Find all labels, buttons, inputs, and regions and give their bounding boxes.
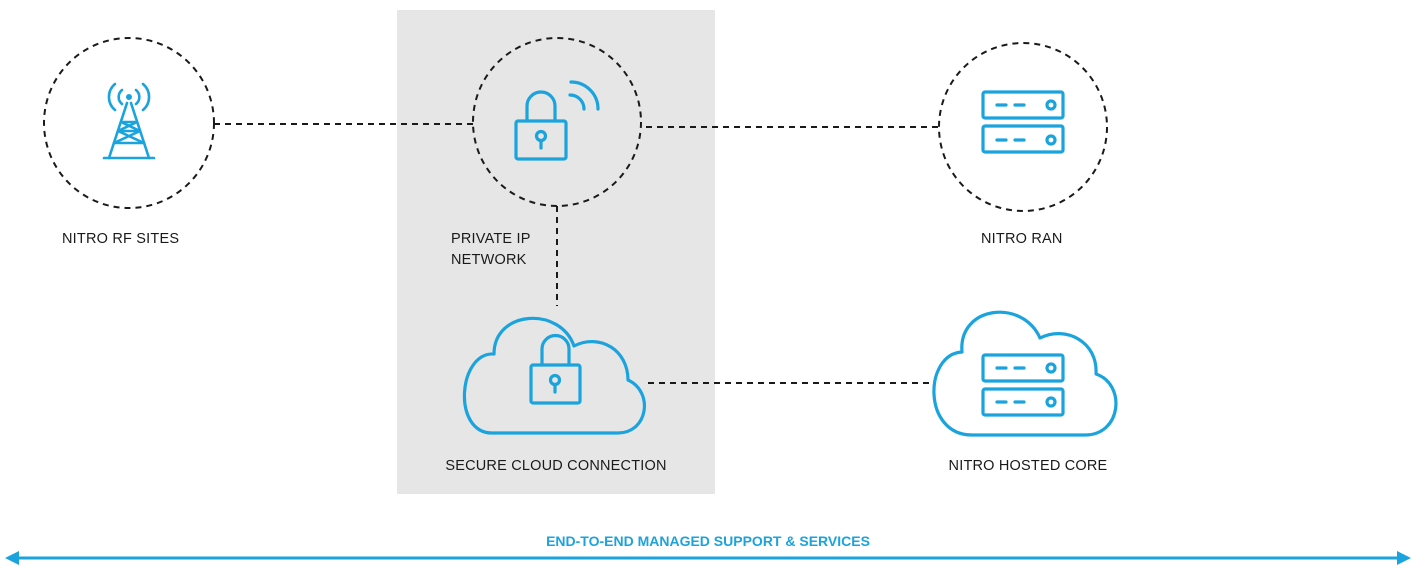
radio-tower-icon [102, 82, 156, 160]
rf-sites-circle [43, 37, 215, 209]
cloud-server-icon [932, 310, 1118, 437]
ran-circle [938, 42, 1108, 212]
server-rack-icon [981, 90, 1065, 154]
ran-label: NITRO RAN [981, 231, 1063, 247]
double-arrow-icon [5, 551, 1411, 565]
footer-label: END-TO-END MANAGED SUPPORT & SERVICES [546, 533, 870, 549]
private-ip-circle [472, 37, 642, 207]
private-ip-label-line-2: NETWORK [451, 252, 527, 269]
hosted-core-label: NITRO HOSTED CORE [948, 458, 1108, 474]
private-ip-label: PRIVATE IP NETWORK [451, 229, 531, 271]
wireless-lock-icon [514, 80, 600, 161]
rf-sites-label: NITRO RF SITES [62, 231, 180, 247]
private-ip-label-line-1: PRIVATE IP [451, 231, 531, 247]
secure-cloud-label: SECURE CLOUD CONNECTION [445, 458, 667, 474]
cloud-lock-icon [462, 316, 646, 435]
